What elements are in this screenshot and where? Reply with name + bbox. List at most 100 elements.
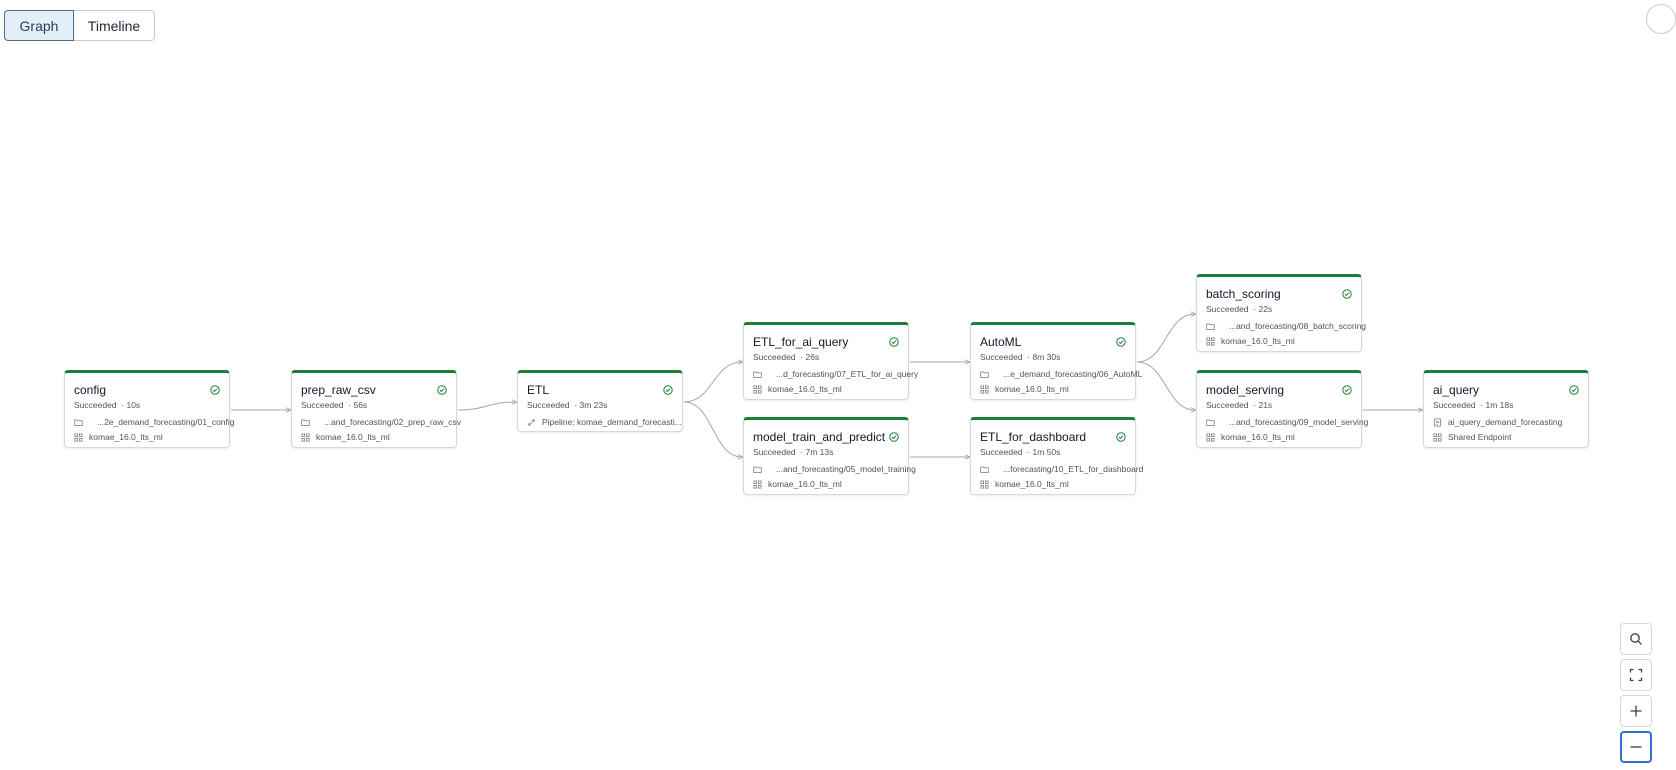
task-name: batch_scoring [1206, 287, 1281, 301]
task-status: Succeeded · 7m 13s [753, 447, 834, 457]
task-status: Succeeded · 1m 50s [980, 447, 1061, 457]
task-node-etl[interactable]: ETL Succeeded · 3m 23s Pipeline: komae_d… [517, 370, 683, 432]
task-name: ETL [527, 383, 550, 397]
task-node-config[interactable]: config Succeeded · 10s ...2e_demand_fore… [64, 370, 235, 448]
cluster-icon [74, 433, 83, 441]
minus-icon [1630, 746, 1642, 748]
cluster-icon [301, 433, 310, 441]
task-notebook-path: ...forecasting/10_ETL_for_dashboard [980, 464, 1143, 474]
task-duration: · 56s [348, 400, 368, 410]
task-duration: · 8m 30s [1027, 352, 1061, 362]
task-notebook-path: ...and_forecasting/08_batch_scoring [1206, 321, 1366, 331]
success-check-icon [1342, 289, 1352, 299]
task-node-etl-for-ai-query[interactable]: ETL_for_ai_query Succeeded · 26s ...d_fo… [743, 322, 918, 400]
task-duration: · 10s [121, 400, 141, 410]
fit-view-button[interactable] [1620, 659, 1652, 691]
task-name: ETL_for_dashboard [980, 430, 1087, 444]
search-button[interactable] [1620, 623, 1652, 655]
task-cluster: komae_16.0_lts_ml [980, 384, 1129, 394]
cluster-icon [980, 385, 989, 393]
task-cluster: komae_16.0_lts_ml [980, 479, 1129, 489]
cluster-icon [1206, 337, 1215, 345]
folder-icon [980, 371, 989, 378]
task-duration: · 7m 13s [800, 447, 834, 457]
edge-etl-modeltrain [683, 401, 742, 457]
task-status: Succeeded · 56s [301, 400, 368, 410]
task-name: ETL_for_ai_query [753, 335, 849, 349]
task-name: AutoML [980, 335, 1022, 349]
task-node-ai-query[interactable]: ai_query Succeeded · 1m 18s ai_query_dem… [1423, 370, 1589, 448]
success-check-icon [210, 385, 220, 395]
task-notebook-path: ...and_forecasting/05_model_training [753, 464, 916, 474]
task-status: Succeeded · 10s [74, 400, 141, 410]
cluster-icon [980, 480, 989, 488]
query-icon [1433, 418, 1442, 426]
folder-icon [1206, 419, 1215, 426]
task-cluster: komae_16.0_lts_ml [301, 432, 450, 442]
view-toggle: Graph Timeline [4, 10, 155, 41]
zoom-out-button[interactable] [1620, 731, 1652, 763]
success-check-icon [437, 385, 447, 395]
task-node-model-serving[interactable]: model_serving Succeeded · 21s ...and_for… [1196, 370, 1368, 448]
task-query: ai_query_demand_forecasting [1433, 417, 1582, 427]
task-node-automl[interactable]: AutoML Succeeded · 8m 30s ...e_demand_fo… [970, 322, 1142, 400]
task-notebook-path: ...d_forecasting/07_ETL_for_ai_query [753, 369, 918, 379]
task-cluster: komae_16.0_lts_ml [753, 479, 902, 489]
task-endpoint: Shared Endpoint [1433, 432, 1582, 442]
task-duration: · 26s [800, 352, 820, 362]
task-duration: · 22s [1253, 304, 1273, 314]
folder-icon [753, 371, 762, 378]
task-status: Succeeded · 1m 18s [1433, 400, 1514, 410]
corner-control[interactable] [1646, 4, 1676, 34]
edge-automl-batch [1136, 314, 1195, 363]
task-status: Succeeded · 21s [1206, 400, 1273, 410]
timeline-tab[interactable]: Timeline [74, 10, 155, 41]
task-node-batch-scoring[interactable]: batch_scoring Succeeded · 22s ...and_for… [1196, 274, 1366, 352]
success-check-icon [889, 337, 899, 347]
success-check-icon [1342, 385, 1352, 395]
task-status: Succeeded · 3m 23s [527, 400, 608, 410]
task-name: model_train_and_predict [753, 430, 886, 444]
search-icon [1630, 633, 1642, 645]
task-notebook-path: ...and_forecasting/09_model_serving [1206, 417, 1368, 427]
task-cluster: komae_16.0_lts_ml [1206, 432, 1355, 442]
folder-icon [980, 466, 989, 473]
plus-icon [1630, 705, 1642, 717]
folder-icon [1206, 323, 1215, 330]
folder-icon [753, 466, 762, 473]
success-check-icon [1569, 385, 1579, 395]
task-node-prep-raw-csv[interactable]: prep_raw_csv Succeeded · 56s ...and_fore… [291, 370, 461, 448]
task-cluster: komae_16.0_lts_ml [1206, 336, 1355, 346]
success-check-icon [663, 385, 673, 395]
task-status: Succeeded · 22s [1206, 304, 1273, 314]
pipeline-icon [528, 418, 535, 426]
folder-icon [74, 419, 83, 426]
edge-automl-serving [1136, 361, 1195, 410]
folder-icon [301, 419, 310, 426]
edge-prep-etl [457, 402, 516, 411]
cluster-icon [1433, 433, 1442, 441]
task-duration: · 3m 23s [574, 400, 608, 410]
task-node-etl-for-dashboard[interactable]: ETL_for_dashboard Succeeded · 1m 50s ...… [970, 417, 1143, 495]
fit-view-icon [1629, 668, 1643, 682]
zoom-in-button[interactable] [1620, 695, 1652, 727]
cluster-icon [753, 385, 762, 393]
task-cluster: komae_16.0_lts_ml [74, 432, 223, 442]
task-name: model_serving [1206, 383, 1285, 397]
task-name: ai_query [1433, 383, 1480, 397]
task-cluster: komae_16.0_lts_ml [753, 384, 902, 394]
graph-tab[interactable]: Graph [4, 10, 74, 41]
task-name: prep_raw_csv [301, 383, 376, 397]
edge-etl-aiquery [683, 362, 742, 403]
cluster-icon [753, 480, 762, 488]
task-name: config [74, 383, 107, 397]
task-pipeline: Pipeline: komae_demand_forecasti... [527, 417, 682, 427]
task-notebook-path: ...2e_demand_forecasting/01_config [74, 417, 235, 427]
task-status: Succeeded · 26s [753, 352, 820, 362]
task-duration: · 21s [1253, 400, 1273, 410]
task-notebook-path: ...e_demand_forecasting/06_AutoML [980, 369, 1142, 379]
success-check-icon [1116, 337, 1126, 347]
task-node-model-train-and-predict[interactable]: model_train_and_predict Succeeded · 7m 1… [743, 417, 916, 495]
task-notebook-path: ...and_forecasting/02_prep_raw_csv [301, 417, 461, 427]
